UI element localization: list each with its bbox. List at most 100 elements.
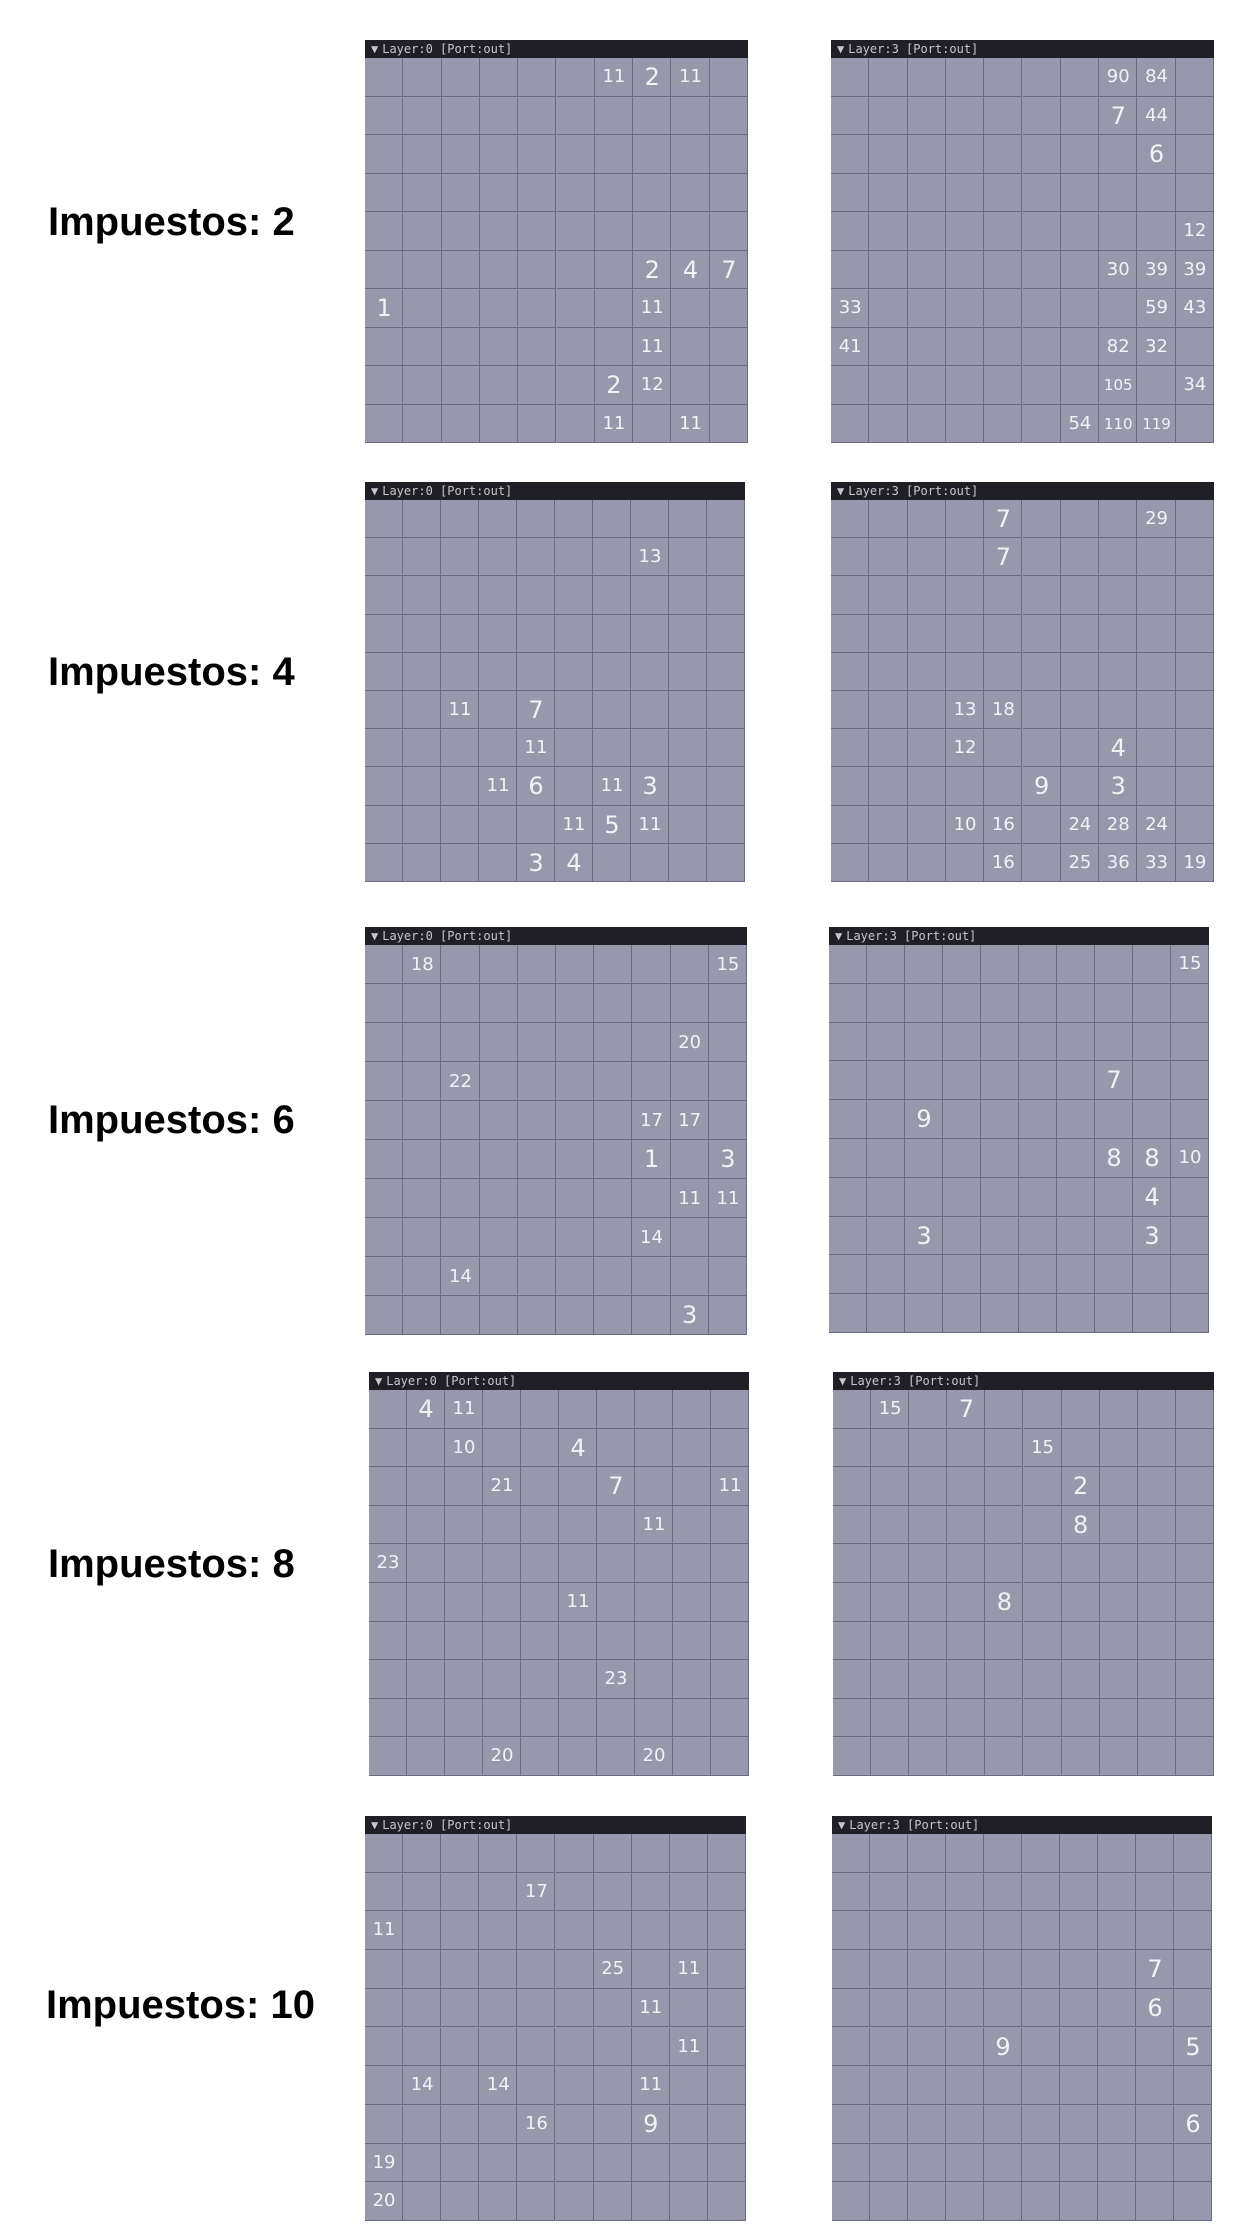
panel-header[interactable]: ▼Layer:0 [Port:out] (369, 1372, 749, 1390)
collapse-triangle-icon[interactable]: ▼ (375, 1374, 383, 1388)
grid-cell (1061, 1390, 1100, 1429)
grid-cell (869, 58, 908, 97)
grid-cell (555, 576, 593, 615)
grid-cell (556, 289, 595, 328)
collapse-triangle-icon[interactable]: ▼ (837, 42, 845, 56)
grid-cell (518, 173, 557, 212)
grid-cell (870, 2182, 908, 2221)
panel-header[interactable]: ▼Layer:0 [Port:out] (365, 482, 745, 500)
grid-cell (909, 1505, 948, 1545)
grid-cell (631, 729, 669, 768)
grid-cell (869, 691, 908, 730)
grid-cell (445, 1583, 483, 1622)
grid-cell (365, 843, 403, 882)
panel-header[interactable]: ▼Layer:3 [Port:out] (831, 40, 1214, 58)
grid-cell (945, 212, 985, 251)
grid-cell (559, 1390, 597, 1429)
grid-cell (831, 366, 870, 405)
panel-header[interactable]: ▼Layer:3 [Port:out] (829, 927, 1209, 945)
panel-header[interactable]: ▼Layer:0 [Port:out] (365, 927, 747, 945)
grid-cell (671, 58, 710, 97)
grid-cell (365, 691, 403, 730)
grid-cell (556, 58, 595, 97)
grid-cell (403, 1988, 442, 2028)
grid-cell (1174, 2066, 1212, 2105)
grid-cell (479, 691, 517, 730)
grid-cell (365, 767, 403, 806)
grid-cell (670, 1023, 709, 1062)
grid-cell (708, 945, 747, 984)
grid-cell (521, 1390, 559, 1429)
grid-cell (1137, 58, 1176, 97)
grid-cell (593, 767, 631, 806)
panel-header[interactable]: ▼Layer:3 [Port:out] (832, 1816, 1212, 1834)
grid-cell (1174, 1872, 1212, 1912)
grid-cell (593, 538, 631, 577)
grid-cell (593, 729, 631, 768)
panel-header[interactable]: ▼Layer:3 [Port:out] (831, 482, 1214, 500)
grid-cell (555, 1872, 594, 1912)
grid-cell (1095, 1255, 1133, 1295)
grid-cell (1060, 500, 1100, 539)
grid-cell (984, 729, 1023, 768)
grid-cell (403, 2182, 442, 2221)
grid-cell (369, 1621, 407, 1661)
collapse-triangle-icon[interactable]: ▼ (371, 1818, 379, 1832)
grid-cell (1175, 1583, 1214, 1622)
grid-cell (945, 327, 985, 366)
grid-cell (984, 250, 1023, 289)
collapse-triangle-icon[interactable]: ▼ (838, 1818, 846, 1832)
panel-title: Layer:0 [Port:out] (382, 42, 513, 56)
grid-cell (517, 2143, 556, 2183)
grid-cell (593, 1834, 632, 1873)
panel-header[interactable]: ▼Layer:3 [Port:out] (833, 1372, 1214, 1390)
grid-cell (632, 1140, 671, 1179)
collapse-triangle-icon[interactable]: ▼ (371, 484, 379, 498)
collapse-triangle-icon[interactable]: ▼ (835, 929, 843, 943)
panel-title: Layer:3 [Port:out] (850, 1374, 981, 1388)
grid-cell (947, 1737, 986, 1776)
grid-cell (909, 1583, 948, 1622)
grid-cell (479, 843, 517, 882)
grid-cell (593, 2182, 632, 2221)
grid-cell (1133, 945, 1171, 984)
grid-cell (669, 729, 707, 768)
grid-cell (984, 212, 1023, 251)
grid-cell (1099, 1505, 1138, 1545)
grid-cell (709, 135, 748, 174)
grid-cell (869, 289, 908, 328)
grid-cell (556, 1296, 595, 1335)
grid-cell (1099, 96, 1138, 135)
grid-cell (517, 843, 555, 882)
grid-cell (365, 212, 404, 251)
grid-cell (479, 2143, 518, 2183)
grid-cell (1099, 1428, 1138, 1468)
grid-cell (945, 135, 985, 174)
panel-header[interactable]: ▼Layer:0 [Port:out] (365, 1816, 746, 1834)
grid-cell (1099, 1737, 1138, 1776)
grid-cell (1098, 2027, 1136, 2067)
grid-cell (1060, 729, 1100, 768)
collapse-triangle-icon[interactable]: ▼ (839, 1374, 847, 1388)
grid-cell (669, 1911, 708, 1951)
grid-cell (483, 1505, 521, 1545)
grid-cell (521, 1583, 559, 1622)
grid-cell (984, 58, 1023, 97)
grid-cell (479, 366, 519, 405)
collapse-triangle-icon[interactable]: ▼ (371, 42, 379, 56)
collapse-triangle-icon[interactable]: ▼ (371, 929, 379, 943)
collapse-triangle-icon[interactable]: ▼ (837, 484, 845, 498)
grid-cell (945, 767, 985, 806)
panel-header[interactable]: ▼Layer:0 [Port:out] (365, 40, 748, 58)
grid-cell (597, 1698, 635, 1738)
grid-cell (518, 366, 557, 405)
grid-cell (441, 500, 479, 539)
grid-cell (556, 1218, 595, 1257)
grid-cell (909, 1390, 948, 1429)
grid-cell (479, 1140, 518, 1179)
grid-cell (671, 173, 710, 212)
grid-cell (441, 1988, 480, 2028)
grid-cell (517, 1218, 556, 1257)
grid-cell (867, 983, 905, 1023)
grid-cell (365, 1179, 404, 1218)
